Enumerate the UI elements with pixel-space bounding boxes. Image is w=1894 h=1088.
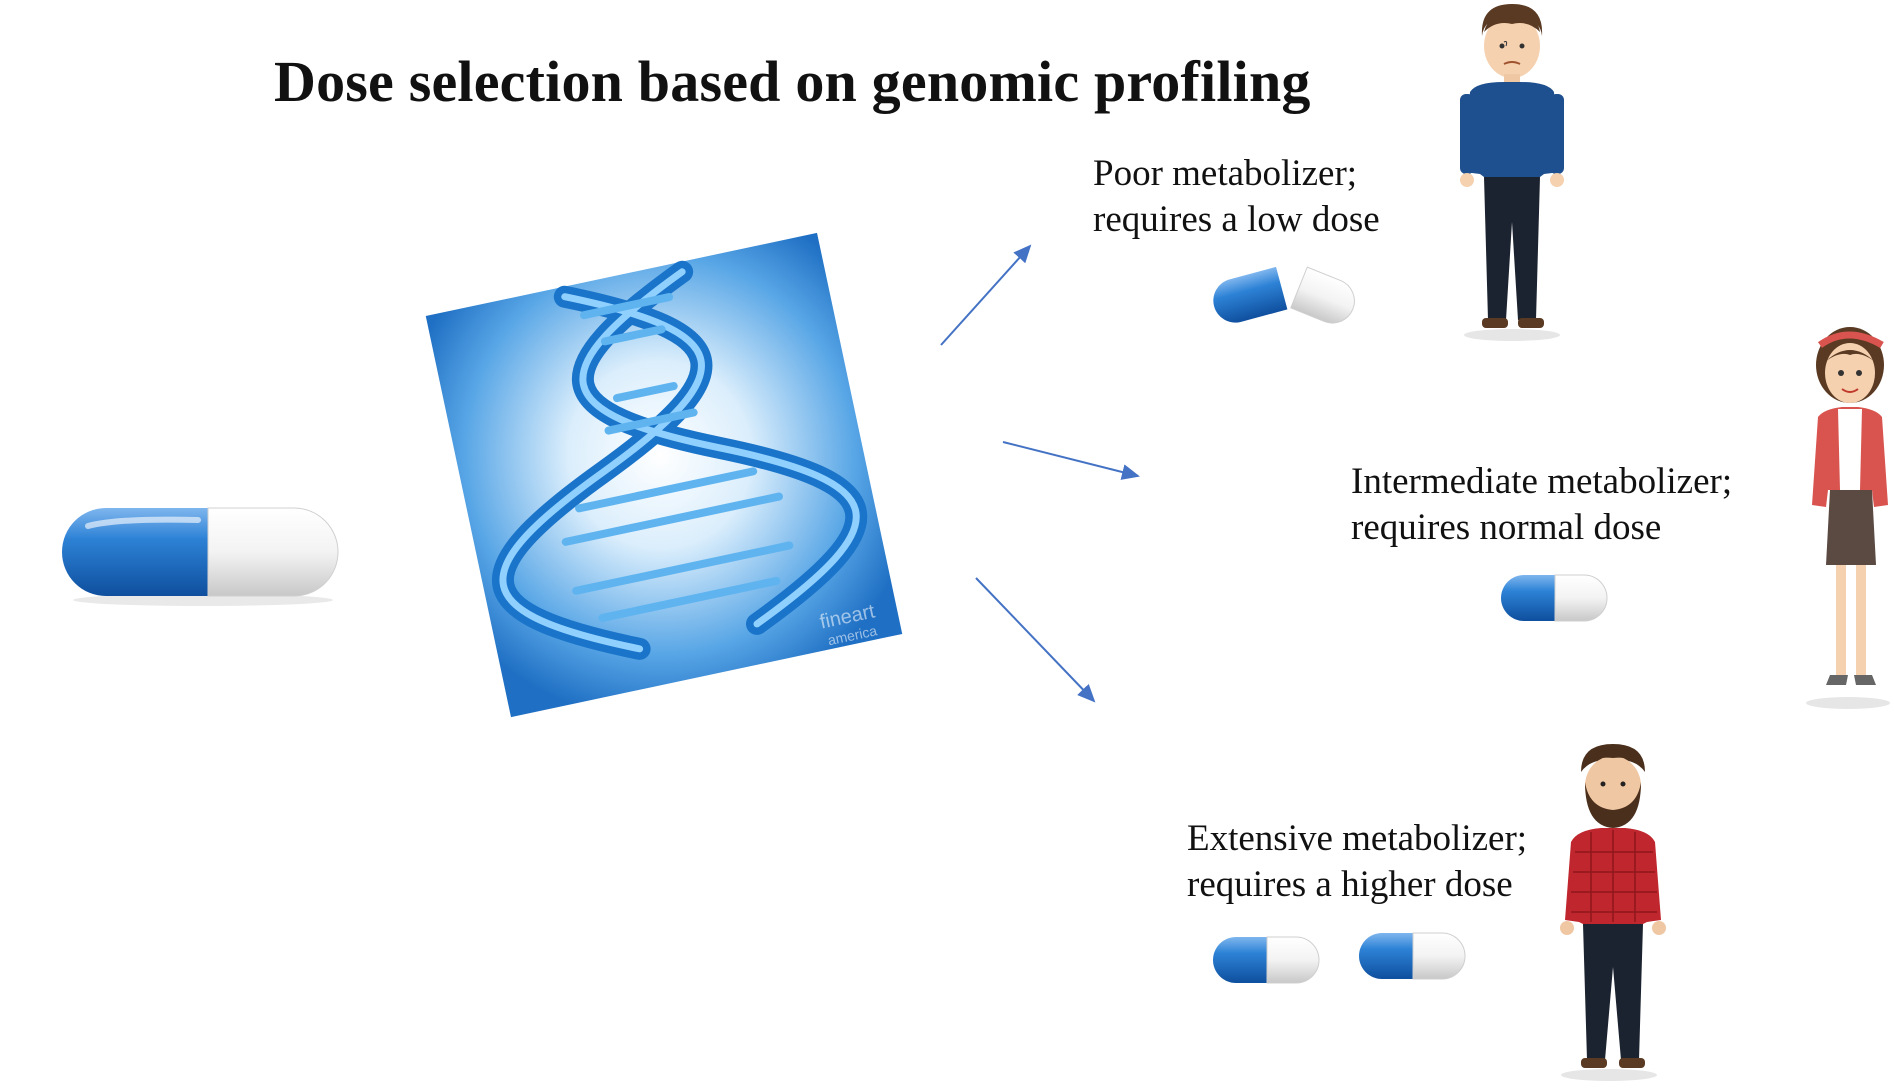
capsule-icon (62, 507, 339, 606)
arrow-icon (940, 244, 1032, 346)
label-line: requires a higher dose (1187, 864, 1513, 905)
dna-helix-icon: fineart america (425, 232, 903, 718)
label-line: Extensive metabolizer; (1187, 818, 1528, 859)
person-icon (1806, 327, 1890, 709)
page-title: Dose selection based on genomic profilin… (274, 49, 1311, 114)
label-line: requires normal dose (1351, 507, 1662, 548)
poor-metabolizer-label: Poor metabolizer; requires a low dose (1093, 151, 1380, 243)
person-icon (1560, 744, 1666, 1081)
capsule-icon (1359, 932, 1466, 980)
capsule-icon (1213, 936, 1320, 984)
intermediate-metabolizer-label: Intermediate metabolizer; requires norma… (1351, 459, 1732, 551)
arrow-icon (1002, 441, 1140, 480)
label-line: Poor metabolizer; (1093, 153, 1358, 194)
person-icon (1460, 4, 1564, 341)
capsule-icon (1501, 574, 1608, 622)
extensive-metabolizer-label: Extensive metabolizer; requires a higher… (1187, 816, 1527, 908)
capsule-icon (1213, 266, 1355, 324)
label-line: Intermediate metabolizer; (1351, 461, 1733, 502)
label-line: requires a low dose (1093, 199, 1380, 240)
arrow-icon (975, 577, 1096, 703)
